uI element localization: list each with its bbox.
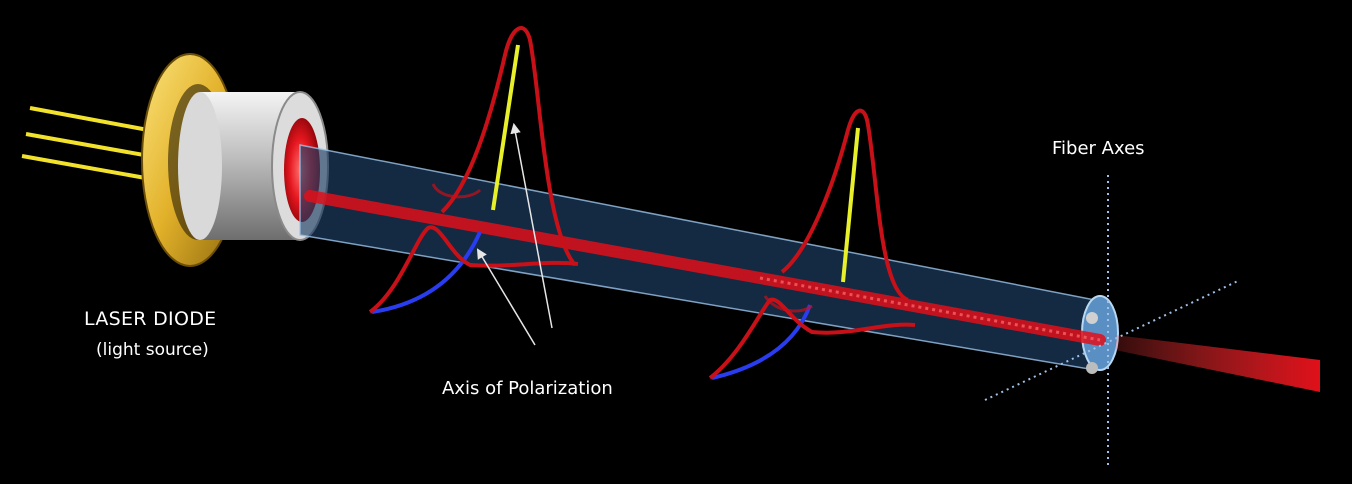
exit-beam [1115,335,1320,392]
laser-diode-label: LASER DIODE [84,308,217,330]
light-source-label: (light source) [96,340,209,360]
fiber-axes-label: Fiber Axes [1052,138,1145,159]
vertical-polarization-2 [841,127,860,283]
arrow-vertical-axis [510,122,553,329]
polarization-wave-2 [708,108,916,380]
horizontal-polarization-2 [711,304,812,380]
optical-fiber [299,144,1119,374]
fiber-axes-lines [984,175,1241,468]
laser-beam [304,190,1320,392]
arrow-horizontal-axis [476,248,536,346]
polarization-wave-1 [368,26,579,314]
horizontal-polarization-1 [371,231,482,314]
polarization-arrows [476,122,553,346]
vertical-polarization-1 [491,44,520,211]
fiber-axis-diagonal [984,279,1241,401]
axis-of-polarization-label: Axis of Polarization [442,378,613,399]
